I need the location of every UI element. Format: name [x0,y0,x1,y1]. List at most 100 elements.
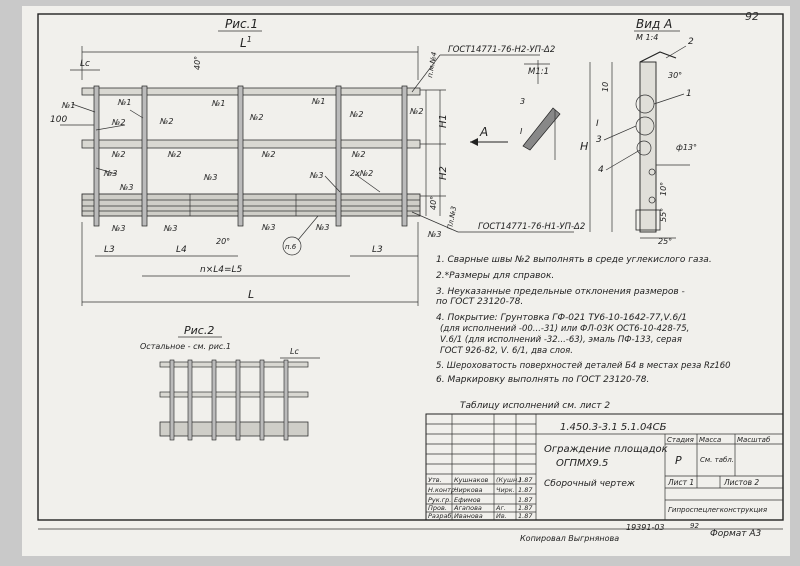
dim-Lc-top: Lc [80,59,90,69]
label-n3-f: №3 [163,224,177,233]
doc-code: 1.450.3-3.1 5.1.04СБ [560,422,667,433]
label-n2-a: №2 [111,118,125,127]
view-a-dim-55: 55° [659,208,668,222]
section-detail [522,107,561,151]
view-a-item-2: 2 [688,37,694,47]
view-arrow-label: A [479,125,488,139]
col-mass: Масса [699,436,721,444]
rail-circle-2 [636,140,652,156]
figure-2: Рис.2 Остальное - см. рис.1 Lc [140,324,320,441]
note-4: 4. Покрытие: Грунтовка ГФ-021 ТУ6-10-164… [436,313,687,323]
posts [93,85,408,227]
dim-H2: H2 [438,166,449,180]
view-a-item-1: 1 [686,89,692,99]
view-a-angle-30: 30° [668,71,682,80]
svg-text:Агапова: Агапова [453,504,482,512]
figure-2-subtitle: Остальное - см. рис.1 [140,342,231,351]
label-n3-b: №3 [119,183,133,192]
svg-text:Аг.: Аг. [495,504,506,512]
note-2: 2.*Размеры для справок. [436,271,554,281]
corner-page-number: 92 [745,10,759,23]
label-20: 20° [216,237,230,246]
doc-name-1: Ограждение площадок [544,444,668,455]
kick-plate [81,193,421,217]
note-1: 1. Сварные швы №2 выполнять в среде угле… [436,255,712,265]
svg-text:1.87: 1.87 [518,512,533,520]
note-5: 5. Шероховатость поверхностей деталей Б4… [436,361,731,371]
svg-text:Ефимов: Ефимов [454,496,481,504]
role-norm-control: Н.контр. [428,486,457,494]
figure-2-dim-Lc: Lc [290,347,299,356]
label-n2-e: №2 [409,107,423,116]
figure-2-title: Рис.2 [184,324,214,337]
footer-copied: Копировал Выгрнянова [520,534,619,543]
title-block: 1.450.3-3.1 5.1.04СБ Ограждение площадок… [425,413,784,521]
organization: Гипроспецлегконструкция [668,506,767,514]
label-n1-d: №1 [311,97,325,106]
view-a-item-4: 4 [598,165,604,175]
note-3: 3. Неуказанные предельные отклонения раз… [436,287,685,297]
footer-inventory: 19391-03 [626,523,665,532]
label-2xn2: 2х№2 [350,169,373,178]
section-scale: M1:1 [528,67,549,77]
label-n1-b: №1 [117,98,131,107]
dim-H1: H1 [438,114,449,128]
col-stage: Стадия [667,436,694,444]
figure-1: Рис.1 L1 Lc 40° 100 [50,17,585,306]
label-n2-g: №2 [167,150,181,159]
mass-value: См. табл. [700,456,734,464]
view-a-phi13: ф13° [676,143,697,152]
footer: Копировал Выгрнянова 19391-03 92 Формат … [520,522,762,543]
svg-text:Чирк.: Чирк. [496,486,515,494]
note-4d: ГОСТ 926-82, Ⅴ. 6/1, два слоя. [440,346,573,356]
dim-L4: L4 [176,245,187,255]
doc-name-3: Сборочный чертеж [544,479,636,489]
label-n1-a: №1 [61,101,75,110]
svg-text:Чиркова: Чиркова [454,486,483,494]
bolt-hole [648,168,656,176]
sheets-total: Листов 2 [723,478,759,487]
label-100: 100 [50,115,67,125]
label-n3-c: №3 [203,173,217,182]
notes: 1. Сварные швы №2 выполнять в среде угле… [436,255,731,385]
angle-40-top: 40° [193,56,202,70]
section-3: 3 [520,97,525,106]
svg-text:Иванова: Иванова [454,512,483,520]
footer-format: Формат А3 [710,529,762,539]
dim-L: L [248,288,254,301]
fig2-mid-rail [159,391,309,398]
view-a-dim-10b: 10° [659,182,668,196]
weld-callout-bottom: ГОСТ14771-76-Н1-УП-Δ2 [478,222,585,232]
svg-text:1.87: 1.87 [518,496,533,504]
note-4c: Ⅴ.6/1 (для исполнений -32...-63), эмаль … [440,335,682,345]
label-n2-i: №2 [351,150,365,159]
fig2-top-rail [159,361,309,368]
view-a-dim-25: 25° [658,237,672,246]
label-n3-e: №3 [111,224,125,233]
svg-text:1.87: 1.87 [518,486,533,494]
label-n2-f: №2 [111,150,125,159]
svg-text:п.6: п.6 [285,243,297,251]
view-a-title: Вид А [636,17,672,31]
svg-text:Ив.: Ив. [496,512,507,520]
label-n2-b: №2 [159,117,173,126]
doc-name-2: ОГПМХ9.5 [556,458,608,469]
view-a-dim-H: H [580,140,588,153]
view-a-dim-10: 10 [601,82,610,92]
weld-callout-top: ГОСТ14771-76-Н2-УП-Δ2 [448,45,555,55]
view-a-scale: М 1:4 [636,33,658,42]
label-n3-a: №3 [103,169,117,178]
dim-nL4: n×L4=L5 [200,265,243,275]
dim-L3-right: L3 [372,245,383,255]
label-n3-h: №3 [315,223,329,232]
fig2-kick-plate [159,421,309,437]
sheet-number: Лист 1 [667,478,694,487]
figure-1-title: Рис.1 [225,17,258,31]
role-developed: Разраб. [428,512,454,520]
middle-rail [81,139,421,149]
note-4b: (для исполнений -00...-31) или ФЛ-03К ОС… [440,324,689,334]
footer-page: 92 [690,522,699,530]
label-n2-d: №2 [349,110,363,119]
label-n3-i: №3 [427,230,441,239]
weld-bottom-prefix: Пл.№3 [446,206,458,231]
